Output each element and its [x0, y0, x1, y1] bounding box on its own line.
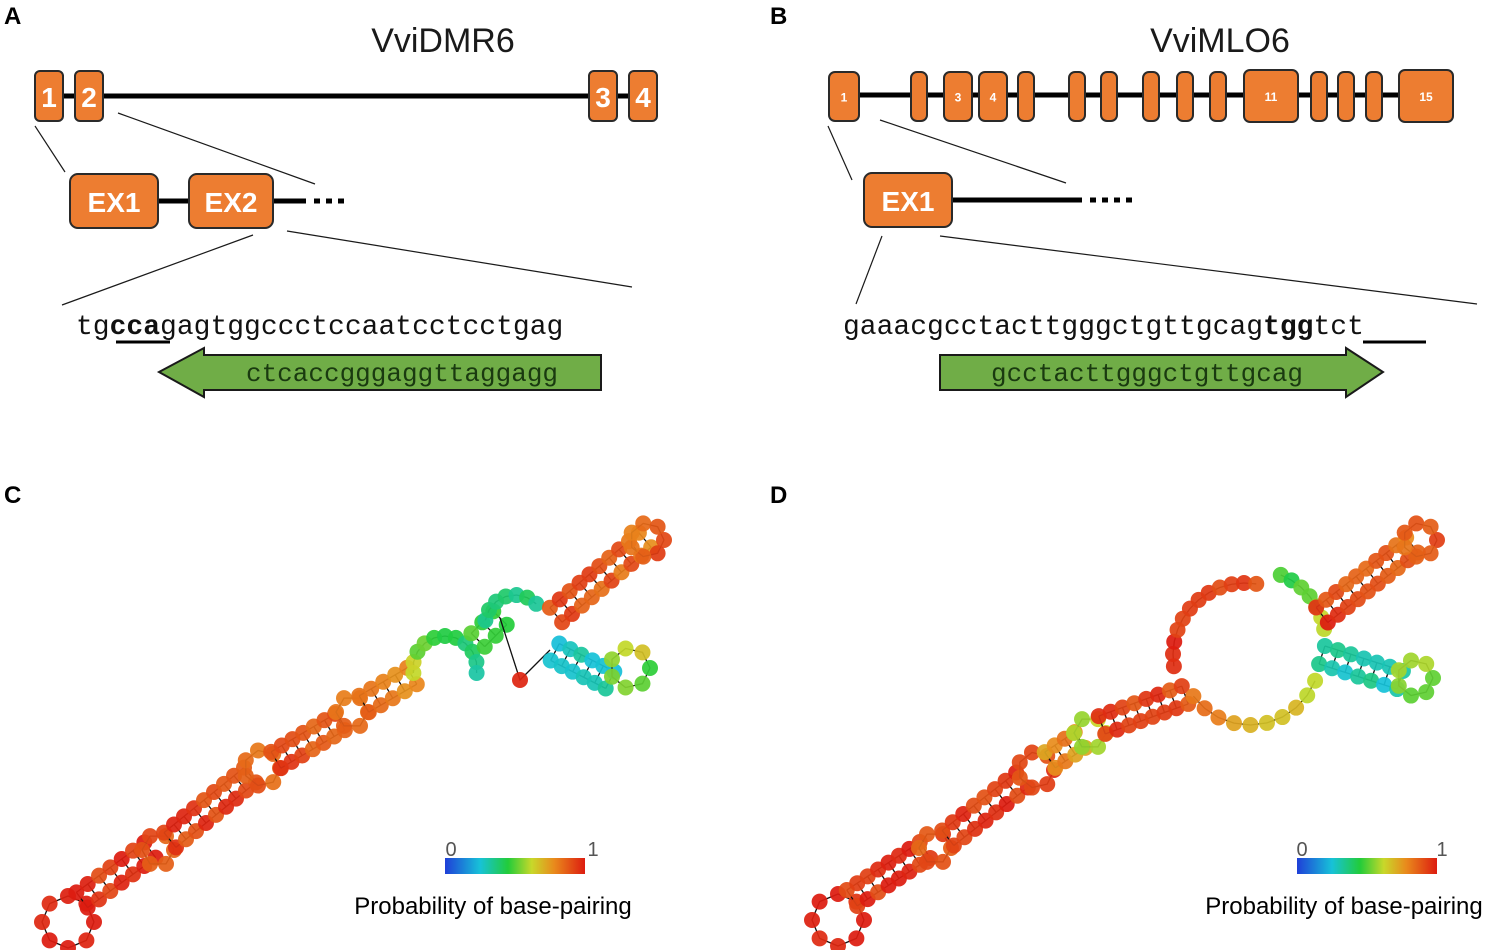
- exon-number: 3: [955, 91, 962, 105]
- exon-mlo6: 15: [1398, 69, 1454, 123]
- color-scale-d: 0 1 Probability of base-pairing: [1205, 839, 1483, 920]
- zoom-exon-label: EX2: [205, 187, 258, 218]
- zoom-exon-ex2: EX2: [188, 173, 274, 229]
- exon-dmr6-2: 2: [74, 70, 104, 122]
- guide-sequence-mlo6: gcctacttgggctgttgcag: [991, 359, 1303, 389]
- exon-dmr6-4: 4: [628, 70, 658, 122]
- zoom-line: [939, 235, 1478, 305]
- pam-site: cca: [110, 312, 161, 343]
- color-scale-bar: [445, 858, 585, 874]
- color-scale-c: 0 1 Probability of base-pairing: [354, 839, 632, 920]
- scale-max-label: 1: [1436, 839, 1447, 861]
- exon-mlo6: 4: [978, 71, 1008, 122]
- zoom-line: [34, 125, 66, 173]
- panel-c: C 0 1 Probability of base-pairing: [4, 482, 672, 950]
- zoom-line: [827, 125, 853, 181]
- zoom-line: [61, 234, 254, 306]
- exon-mlo6: [1310, 71, 1328, 122]
- seq-suffix: gagtggccctccaatcctcctgag: [160, 312, 563, 343]
- exon-mlo6: [1068, 71, 1086, 122]
- exon-number: 4: [990, 91, 997, 105]
- exon-mlo6: 11: [1243, 69, 1299, 123]
- exon-number: 3: [595, 82, 611, 113]
- zoom-exon-label: EX1: [882, 186, 935, 217]
- scale-max-label: 1: [587, 839, 598, 861]
- target-sequence-mlo6: gaaacgcctacttgggctgttgcagtggtct: [843, 312, 1364, 343]
- exon-number: 11: [1265, 90, 1278, 104]
- exon-dmr6-1: 1: [34, 70, 64, 122]
- seq-prefix: gaaacgcctacttgggctgttgcag: [843, 312, 1263, 343]
- exon-number: 2: [81, 82, 97, 113]
- color-scale-bar: [1297, 858, 1437, 874]
- scale-min-label: 0: [445, 839, 456, 861]
- panel-b: B VviMLO6 1 3 4 11 15 EX1 gaaacgcctacttgggct…: [770, 3, 1478, 399]
- target-sequence-dmr6: tgccagagtggccctccaatcctcctgag: [76, 312, 563, 343]
- scale-title: Probability of base-pairing: [354, 893, 632, 920]
- zoom-exon-ex1-mlo6: EX1: [863, 172, 953, 228]
- exon-mlo6: [1100, 71, 1118, 122]
- exon-mlo6: [1209, 71, 1227, 122]
- seq-prefix: tg: [76, 312, 110, 343]
- exon-dmr6-3: 3: [588, 70, 618, 122]
- exon-number: 1: [41, 82, 57, 113]
- exon-mlo6: [1176, 71, 1194, 122]
- gene-title-mlo6: VviMLO6: [1150, 22, 1290, 60]
- rna-structure-d: [804, 515, 1445, 950]
- pam-site: tgg: [1263, 312, 1313, 343]
- exon-mlo6: [1365, 71, 1383, 122]
- panel-label-a: A: [4, 3, 21, 30]
- exon-number: 4: [635, 82, 651, 113]
- exon-mlo6: [1337, 71, 1355, 122]
- zoom-line: [286, 230, 633, 288]
- guide-arrow-mlo6: [939, 346, 1385, 399]
- scale-title: Probability of base-pairing: [1205, 893, 1483, 920]
- mlo6-exons: 1 3 4 11 15: [828, 69, 1454, 123]
- rna-structure-c: [34, 515, 672, 950]
- panel-label-d: D: [770, 482, 787, 509]
- panel-label-b: B: [770, 3, 787, 30]
- zoom-exon-label: EX1: [88, 187, 141, 218]
- exon-mlo6: [1142, 71, 1160, 122]
- panel-a: A VviDMR6 1 2 3 4 EX1: [4, 3, 658, 399]
- exon-mlo6: 1: [828, 71, 860, 122]
- zoom-exon-ex1: EX1: [69, 173, 159, 229]
- exon-mlo6: 3: [943, 71, 973, 122]
- zoom-line: [117, 112, 316, 185]
- panel-d: D 0 1 Probability of base-pairing: [770, 482, 1483, 950]
- panel-label-c: C: [4, 482, 21, 509]
- exon-mlo6: [910, 71, 928, 122]
- gene-title-dmr6: VviDMR6: [371, 22, 515, 60]
- exon-mlo6: [1017, 71, 1035, 122]
- guide-sequence-dmr6: ctcaccgggaggttaggagg: [246, 359, 558, 389]
- zoom-line: [879, 119, 1067, 184]
- exon-number: 15: [1419, 90, 1433, 104]
- exon-number: 1: [841, 91, 848, 105]
- scale-min-label: 0: [1296, 839, 1307, 861]
- zoom-line: [855, 235, 883, 305]
- guide-arrow-dmr6: [156, 346, 602, 399]
- seq-suffix: tct: [1314, 312, 1364, 343]
